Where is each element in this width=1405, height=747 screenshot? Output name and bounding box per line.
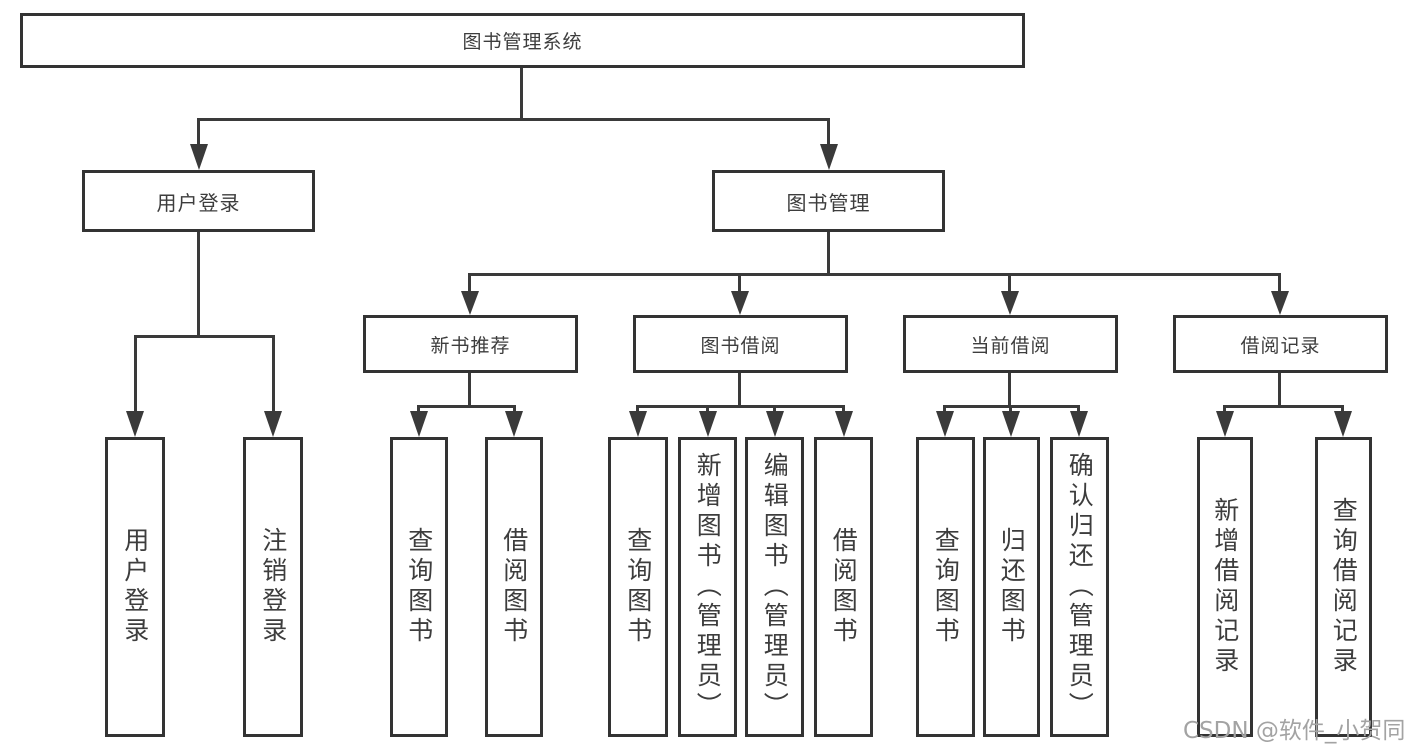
leaf-label: 借阅图书 xyxy=(499,527,529,647)
arrow-down-icon xyxy=(190,144,208,170)
arrow-down-icon xyxy=(766,411,784,437)
leaf-borrow-books-recommend: 借阅图书 xyxy=(485,437,543,737)
leaf-label: 借阅图书 xyxy=(829,527,859,647)
connector-drop-leaf xyxy=(272,335,275,412)
arrow-down-icon xyxy=(410,411,428,437)
leaf-label: 编辑图书（管理员） xyxy=(760,452,790,722)
node-library-management-system: 图书管理系统 xyxy=(20,13,1025,68)
connector-drop-user-login xyxy=(197,118,200,146)
leaf-label: 查询借阅记录 xyxy=(1329,497,1359,677)
connector-book-borrow-stub xyxy=(738,373,741,407)
arrow-down-icon xyxy=(731,291,749,315)
arrow-down-icon xyxy=(1271,291,1289,315)
arrow-down-icon xyxy=(505,411,523,437)
connector-borrow-records-stub xyxy=(1278,373,1281,407)
connector-drop-leaf xyxy=(706,405,709,414)
arrow-down-icon xyxy=(126,411,144,437)
connector-root-stub xyxy=(520,68,523,120)
connector-root-rail xyxy=(197,118,830,121)
connector-drop-leaf xyxy=(417,405,420,414)
connector-book-management-stub xyxy=(827,232,830,275)
connector-drop-leaf xyxy=(773,405,776,414)
arrow-down-icon xyxy=(461,291,479,315)
node-current-borrow: 当前借阅 xyxy=(903,315,1118,373)
connector-drop-book-management xyxy=(827,118,830,146)
arrow-down-icon xyxy=(820,144,838,170)
leaf-logout: 注销登录 xyxy=(243,437,303,737)
connector-drop-leaf xyxy=(1223,405,1226,414)
node-label: 图书管理 xyxy=(786,190,871,215)
arrow-down-icon xyxy=(1002,411,1020,437)
csdn-watermark: CSDN @软件_小贺同学 xyxy=(1183,718,1405,744)
leaf-edit-book-admin: 编辑图书（管理员） xyxy=(745,437,804,737)
leaf-label: 用户登录 xyxy=(120,527,150,647)
node-label: 图书管理系统 xyxy=(462,31,583,53)
leaf-confirm-return-admin: 确认归还（管理员） xyxy=(1050,437,1109,737)
connector-drop-leaf xyxy=(943,405,946,414)
connector-drop-leaf xyxy=(1341,405,1344,414)
leaf-label: 归还图书 xyxy=(997,527,1027,647)
arrow-down-icon xyxy=(264,411,282,437)
node-borrow-records: 借阅记录 xyxy=(1173,315,1388,373)
leaf-label: 查询图书 xyxy=(623,527,653,647)
node-book-management: 图书管理 xyxy=(712,170,945,232)
connector-book-borrow-rail xyxy=(636,405,845,408)
leaf-label: 确认归还（管理员） xyxy=(1065,452,1095,722)
arrow-down-icon xyxy=(629,411,647,437)
connector-new-book-stub xyxy=(468,373,471,407)
arrow-down-icon xyxy=(1001,291,1019,315)
leaf-add-book-admin: 新增图书（管理员） xyxy=(678,437,737,737)
leaf-label: 查询图书 xyxy=(931,527,961,647)
connector-drop-book-borrow xyxy=(738,273,741,293)
leaf-query-books-borrow: 查询图书 xyxy=(608,437,668,737)
leaf-query-books-recommend: 查询图书 xyxy=(390,437,448,737)
connector-current-borrow-stub xyxy=(1008,373,1011,407)
connector-borrow-records-rail xyxy=(1223,405,1344,408)
node-label: 新书推荐 xyxy=(430,334,511,357)
connector-new-book-rail xyxy=(417,405,516,408)
connector-book-management-rail xyxy=(468,273,1281,276)
leaf-user-login: 用户登录 xyxy=(105,437,165,737)
connector-drop-leaf xyxy=(134,335,137,412)
node-book-borrow: 图书借阅 xyxy=(633,315,848,373)
connector-drop-borrow-records xyxy=(1278,273,1281,293)
leaf-add-borrow-record: 新增借阅记录 xyxy=(1197,437,1253,737)
leaf-query-borrow-record: 查询借阅记录 xyxy=(1315,437,1372,737)
arrow-down-icon xyxy=(835,411,853,437)
arrow-down-icon xyxy=(936,411,954,437)
connector-drop-new-book xyxy=(468,273,471,293)
arrow-down-icon xyxy=(1216,411,1234,437)
leaf-label: 查询图书 xyxy=(404,527,434,647)
node-label: 借阅记录 xyxy=(1240,334,1321,357)
leaf-return-book: 归还图书 xyxy=(983,437,1040,737)
node-label: 用户登录 xyxy=(156,190,241,215)
node-label: 图书借阅 xyxy=(700,334,781,357)
leaf-label: 注销登录 xyxy=(258,527,288,647)
connector-user-login-stub xyxy=(197,232,200,337)
connector-drop-leaf xyxy=(513,405,516,414)
leaf-query-books-current: 查询图书 xyxy=(916,437,975,737)
arrow-down-icon xyxy=(1070,411,1088,437)
node-label: 当前借阅 xyxy=(970,334,1051,357)
node-new-book-recommend: 新书推荐 xyxy=(363,315,578,373)
leaf-label: 新增图书（管理员） xyxy=(693,452,723,722)
arrow-down-icon xyxy=(699,411,717,437)
connector-drop-leaf xyxy=(636,405,639,414)
node-user-login: 用户登录 xyxy=(82,170,315,232)
connector-drop-leaf xyxy=(1009,405,1012,414)
connector-drop-leaf xyxy=(1077,405,1080,414)
connector-drop-current-borrow xyxy=(1008,273,1011,293)
connector-user-login-rail xyxy=(134,335,275,338)
arrow-down-icon xyxy=(1334,411,1352,437)
leaf-borrow-books: 借阅图书 xyxy=(814,437,873,737)
leaf-label: 新增借阅记录 xyxy=(1210,497,1240,677)
connector-drop-leaf xyxy=(842,405,845,414)
